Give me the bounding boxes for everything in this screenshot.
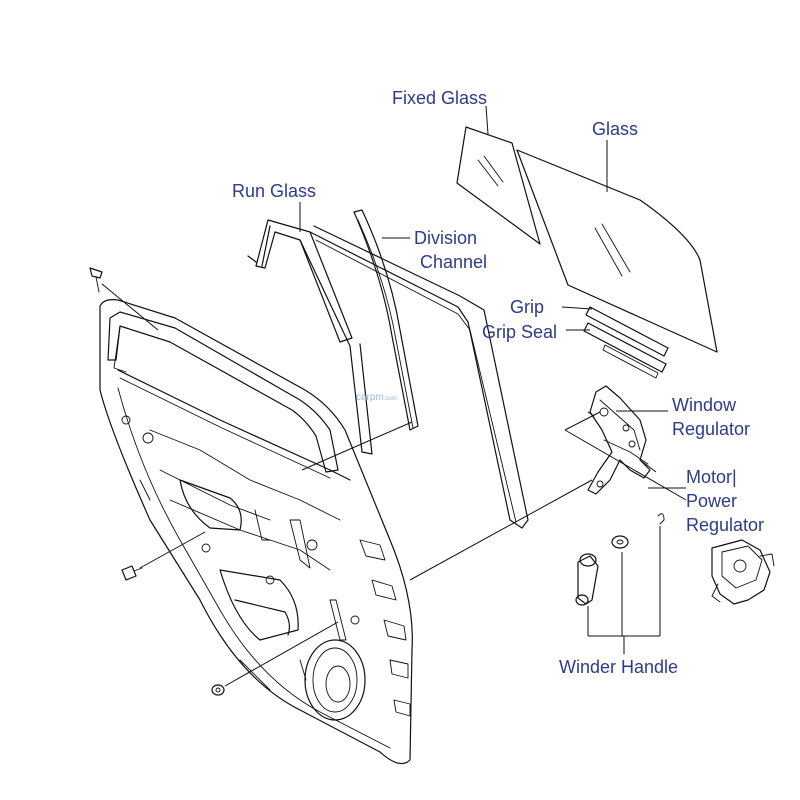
label-division: Division (414, 228, 478, 248)
washer-part (611, 535, 629, 549)
clip-part (657, 513, 665, 525)
nut-bottom-part (211, 684, 225, 696)
label-window-regulator: Regulator (672, 419, 751, 439)
label-channel: Channel (420, 252, 488, 272)
fixed-glass-part (456, 126, 541, 245)
label-motor: Motor| (686, 467, 737, 487)
label-grip: Grip (510, 297, 545, 317)
grip-part (585, 306, 669, 357)
watermark-suffix: .com (383, 396, 397, 402)
bolt-left-part (121, 565, 143, 581)
label-glass: Glass (592, 119, 639, 139)
division-channel-part (299, 209, 419, 455)
label-power: Power (686, 491, 738, 511)
watermark: carpm.com (356, 392, 397, 403)
leader-lines (101, 105, 687, 687)
label-winder-handle: Winder Handle (559, 657, 679, 677)
watermark-main: carpm (356, 392, 384, 403)
label-run-glass: Run Glass (232, 181, 317, 201)
motor-part (711, 539, 775, 605)
label-grip-seal: Grip Seal (482, 322, 558, 342)
label-power-regulator: Regulator (686, 515, 765, 535)
label-fixed-glass: Fixed Glass (392, 88, 488, 108)
screw-top-part (89, 267, 103, 293)
winder-handle-part (575, 553, 599, 606)
window-regulator-part (587, 385, 651, 495)
run-glass-part (247, 219, 529, 529)
label-window: Window (672, 395, 737, 415)
glass-part (516, 149, 718, 353)
door-panel-part (99, 299, 413, 765)
grip-seal-part (583, 322, 667, 379)
